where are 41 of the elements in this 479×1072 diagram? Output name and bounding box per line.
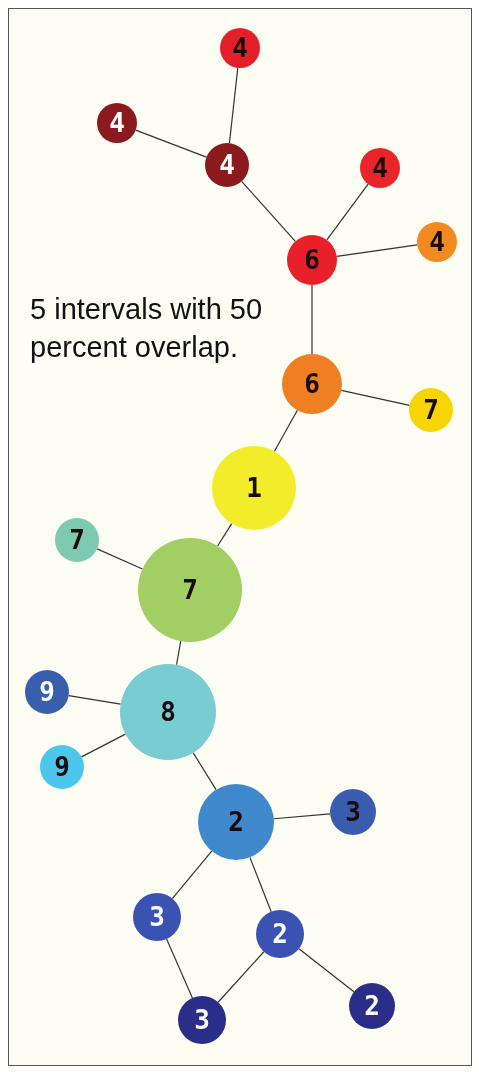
node-label: 2 [272, 921, 288, 947]
connector-line [273, 409, 298, 452]
connector-line [217, 523, 233, 547]
node-label: 8 [160, 699, 176, 725]
note-text: 5 intervals with 50 percent overlap. [30, 292, 264, 365]
node-label: 4 [372, 155, 388, 181]
node-label: 2 [228, 809, 244, 835]
node-label: 4 [109, 110, 125, 136]
node-label: 3 [149, 904, 165, 930]
node-label: 3 [345, 799, 361, 825]
node-label: 2 [364, 993, 380, 1019]
connector-line [228, 67, 239, 144]
connector-line [326, 183, 369, 241]
connector-line [298, 948, 355, 993]
node-label: 9 [39, 679, 55, 705]
node-label: 4 [429, 229, 445, 255]
node-label: 7 [182, 577, 198, 603]
connector-line [80, 733, 126, 758]
node-label: 6 [304, 247, 320, 273]
node-label: 9 [54, 754, 70, 780]
node-label: 4 [232, 35, 248, 61]
connector-line [192, 752, 217, 791]
node-label: 1 [246, 475, 262, 501]
connector-line [135, 129, 208, 158]
connector-line [175, 640, 182, 666]
connector-line [241, 180, 296, 242]
connector-line [340, 389, 411, 406]
node-label: 3 [194, 1007, 210, 1033]
connector-line [217, 951, 265, 1003]
connector-line [68, 695, 122, 705]
connector-line [336, 244, 418, 258]
connector-line [171, 850, 213, 900]
connector-line [249, 856, 272, 913]
connector-line [96, 548, 144, 570]
node-label: 6 [304, 371, 320, 397]
node-label: 4 [219, 152, 235, 178]
node-label: 7 [423, 397, 439, 423]
connector-line [273, 813, 331, 820]
connector-line [311, 284, 313, 355]
node-label: 7 [69, 527, 85, 553]
connector-line [166, 938, 193, 999]
